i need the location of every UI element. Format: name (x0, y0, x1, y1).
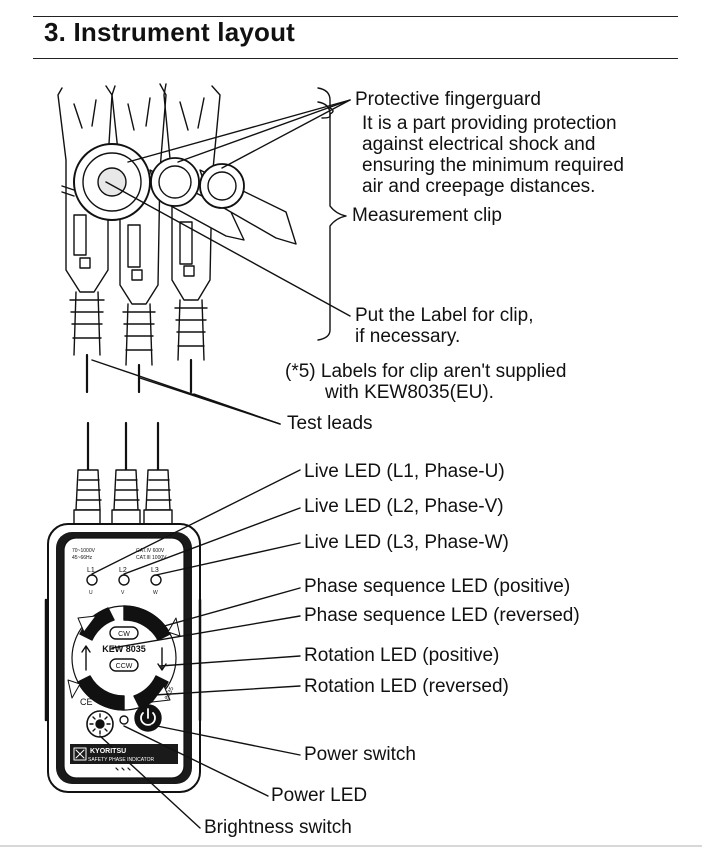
fingerguard-desc-2: against electrical shock and (362, 134, 596, 155)
device-leads (73, 421, 173, 529)
fingerguard-desc-1: It is a part providing protection (362, 113, 617, 134)
clip-middle (111, 83, 167, 394)
label-rotation-reversed: Rotation LED (reversed) (304, 676, 509, 697)
ccw-label: CCW (116, 663, 133, 670)
cw-label: CW (118, 631, 130, 638)
led-v-label: V (121, 590, 125, 596)
label-put-label-1: Put the Label for clip, (355, 305, 534, 326)
rating-left-2: 45~66Hz (72, 555, 93, 561)
label-live-l1: Live LED (L1, Phase-U) (304, 461, 505, 482)
label-power-switch: Power switch (304, 744, 416, 765)
label-rotation-positive: Rotation LED (positive) (304, 645, 500, 666)
ccw-indicator (109, 658, 139, 672)
label-measurement-clip: Measurement clip (352, 205, 502, 226)
side-code: 8035 (164, 686, 175, 701)
title-underline (33, 58, 678, 59)
label-live-l3: Live LED (L3, Phase-W) (304, 532, 509, 553)
fingerguard-ring-middle (150, 157, 200, 207)
fingerguard-ring-right (199, 163, 245, 209)
label-phase-reversed: Phase sequence LED (reversed) (304, 605, 580, 626)
label-power-led: Power LED (271, 785, 368, 806)
bracket-measurement (317, 101, 347, 341)
rating-left-1: 70~1000V (72, 548, 96, 554)
ce-mark: CE (80, 697, 93, 707)
label-test-leads: Test leads (287, 413, 373, 434)
cw-indicator (109, 626, 139, 640)
kyoritsu-logo-icon (73, 747, 87, 761)
label-brightness-switch: Brightness switch (204, 817, 352, 838)
power-led (119, 715, 129, 725)
footer-rule (0, 845, 702, 847)
label-fingerguard: Protective fingerguard (355, 89, 541, 110)
clip-right (163, 83, 221, 394)
brand-label: KYORITSU (90, 748, 126, 755)
clip-left (57, 85, 113, 394)
led-l2-label: L2 (119, 567, 127, 574)
bracket-fingerguard (317, 87, 334, 119)
led-u-label: U (89, 590, 93, 596)
fingerguard-desc-4: air and creepage distances. (362, 176, 596, 197)
fingerguard-desc-3: ensuring the minimum required (362, 155, 624, 176)
brand-strip (70, 744, 178, 764)
model-label: KEW 8035 (102, 644, 146, 654)
led-l1 (86, 574, 98, 586)
top-rule (33, 16, 678, 17)
led-l3 (150, 574, 162, 586)
product-label: SAFETY PHASE INDICATOR (88, 757, 155, 763)
rating-right-2: CAT.III 1000V (136, 555, 167, 561)
led-l3-label: L3 (151, 567, 159, 574)
led-l2 (118, 574, 130, 586)
label-live-l2: Live LED (L2, Phase-V) (304, 496, 504, 517)
rating-right-1: CAT.IV 600V (136, 548, 165, 554)
label-put-label-2: if necessary. (355, 326, 461, 347)
note-1: (*5) Labels for clip aren't supplied (285, 361, 567, 382)
label-phase-positive: Phase sequence LED (positive) (304, 576, 571, 597)
note-2: with KEW8035(EU). (325, 382, 494, 403)
section-title: 3. Instrument layout (44, 17, 296, 47)
led-w-label: W (153, 590, 158, 596)
led-l1-label: L1 (87, 567, 95, 574)
power-icon (140, 708, 156, 726)
sun-icon (89, 713, 111, 735)
